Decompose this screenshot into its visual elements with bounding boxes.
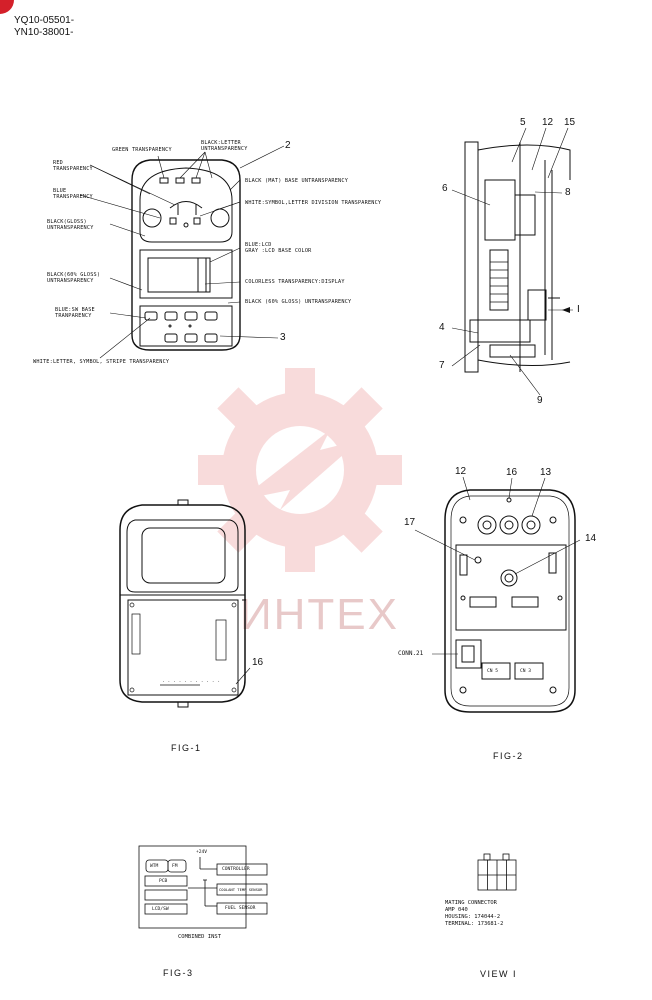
label-white-stripe: WHITE:LETTER, SYMBOL, STRIPE TRANSPARENC… bbox=[33, 359, 170, 365]
label-blue-transparency: BLUE TRANSPARENCY bbox=[53, 188, 93, 200]
label-colorless: COLORLESS TRANSPARENCY:DISPLAY bbox=[245, 279, 345, 285]
fig2-callout-12: 12 bbox=[455, 466, 467, 477]
fig1-callout-16: 16 bbox=[252, 657, 264, 668]
view1-housing: HOUSING: 174044-2 bbox=[445, 914, 501, 920]
label-blue-sw: BLUE:SW BASE TRANPARENCY bbox=[55, 307, 95, 319]
fig2-cn5-label: CN 5 bbox=[487, 669, 499, 674]
fig2-callout-14: 14 bbox=[585, 533, 597, 544]
fig2-caption: FIG-2 bbox=[493, 751, 524, 761]
fig2-callout-16: 16 bbox=[506, 467, 518, 478]
callout-6: 6 bbox=[442, 183, 448, 194]
callout-12: 12 bbox=[542, 117, 554, 128]
view1-caption: VIEW I bbox=[480, 969, 518, 979]
fig3-combined: COMBINED INST bbox=[178, 934, 222, 940]
serial-number-1: YQ10-05501- bbox=[14, 15, 75, 26]
callout-7: 7 bbox=[439, 360, 445, 371]
view1-terminal: TERMINAL: 173681-2 bbox=[445, 921, 504, 927]
corner-mark bbox=[0, 0, 14, 14]
view1-mating: MATING CONNECTOR bbox=[445, 900, 497, 906]
label-green-transparency: GREEN TRANSPARENCY bbox=[112, 147, 172, 153]
fig2-callout-17: 17 bbox=[404, 517, 416, 528]
callout-I: I bbox=[577, 304, 580, 315]
callout-3: 3 bbox=[280, 332, 286, 343]
serial-number-2: YN10-38001- bbox=[14, 27, 74, 38]
callout-8: 8 bbox=[565, 187, 571, 198]
fig3-lcd: LCD/SW bbox=[152, 907, 169, 912]
callout-4: 4 bbox=[439, 322, 445, 333]
label-black-mat: BLACK (MAT) BASE UNTRANSPARENCY bbox=[245, 178, 349, 184]
watermark-text: ИНТЕХ bbox=[240, 590, 399, 639]
fig1-cn-label: · · · · · · · · · · · bbox=[162, 680, 221, 685]
fig3-fuel: FUEL SENSOR bbox=[225, 906, 256, 911]
label-black-letter: BLACK:LETTER UNTRANSPARENCY bbox=[201, 140, 248, 152]
fig2-conn-label: CONN.21 bbox=[398, 650, 424, 657]
fig3-volt: +24V bbox=[196, 850, 208, 855]
fig3-fm: FM bbox=[172, 864, 178, 869]
callout-5: 5 bbox=[520, 117, 526, 128]
fig3-coolant: COOLANT TEMP SENSOR bbox=[219, 887, 263, 892]
view1-amp: AMP 040 bbox=[445, 907, 468, 913]
fig3-pcb: PCB bbox=[159, 879, 168, 884]
label-black-60-right: BLACK (60% GLOSS) UNTRANSPARENCY bbox=[245, 299, 352, 305]
fig3-caption: FIG-3 bbox=[163, 968, 194, 978]
label-black-gloss: BLACK(GLOSS) UNTRANSPARENCY bbox=[47, 219, 94, 231]
fig3-wtm: WTM bbox=[150, 864, 159, 869]
fig2-cn3-label: CN 3 bbox=[520, 669, 532, 674]
fig3-controller: CONTROLLER bbox=[222, 867, 250, 872]
callout-9: 9 bbox=[537, 395, 543, 406]
callout-15: 15 bbox=[564, 117, 576, 128]
fig2-callout-13: 13 bbox=[540, 467, 552, 478]
label-red-transparency: RED TRANSPARENCY bbox=[53, 160, 93, 172]
fig1-caption: FIG-1 bbox=[171, 743, 202, 753]
callout-2: 2 bbox=[285, 140, 291, 151]
label-black-60-left: BLACK(60% GLOSS) UNTRANSPARENCY bbox=[47, 272, 101, 284]
label-white-symbol: WHITE:SYMBOL,LETTER DIVISION TRANSPARENC… bbox=[245, 200, 382, 206]
label-blue-lcd: BLUE:LCD GRAY :LCD BASE COLOR bbox=[245, 242, 312, 254]
